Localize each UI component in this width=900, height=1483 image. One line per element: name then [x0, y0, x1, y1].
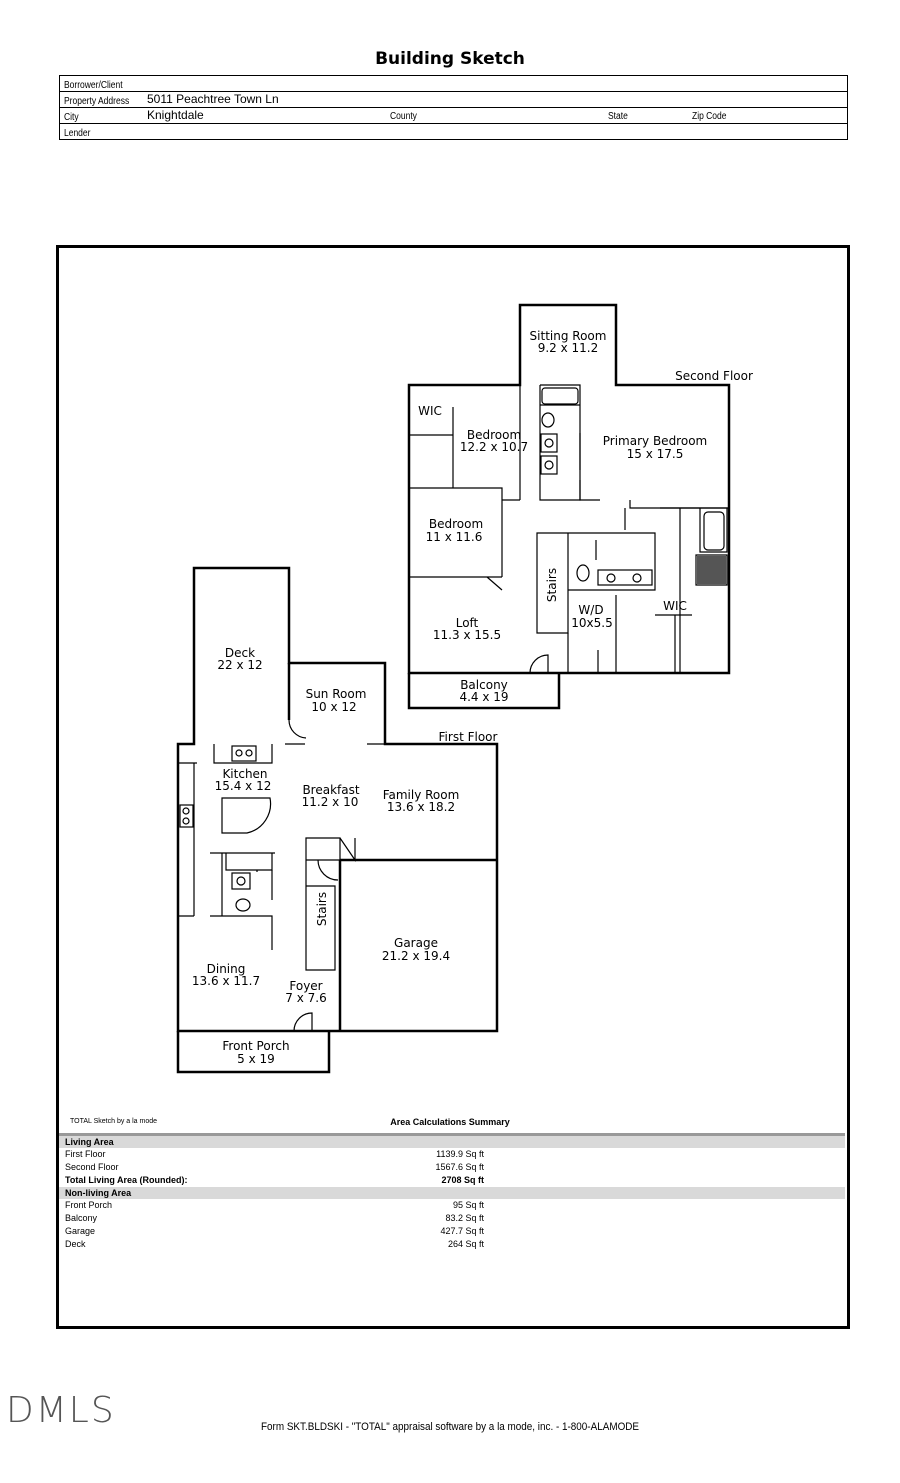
summary-row-label: Garage: [65, 1226, 96, 1236]
room-breakfast-dims: 11.2 x 10: [302, 795, 359, 809]
summary-row-label: Second Floor: [65, 1162, 119, 1172]
summary-row: Deck 264 Sq ft: [59, 1238, 845, 1251]
address-label: Property Address: [64, 96, 130, 107]
summary-total-row: Total Living Area (Rounded): 2708 Sq ft: [59, 1174, 845, 1187]
summary-row-label: Deck: [65, 1239, 86, 1249]
room-frontporch-name: Front Porch: [222, 1039, 289, 1053]
summary-row: Second Floor 1567.6 Sq ft: [59, 1161, 845, 1174]
room-balcony-dims: 4.4 x 19: [459, 690, 508, 704]
dmls-logo: DMLS: [6, 1390, 116, 1431]
room-kitchen-name: Kitchen: [222, 767, 267, 781]
room-stairs-lower-name: Stairs: [315, 892, 329, 926]
room-family-name: Family Room: [383, 788, 460, 802]
room-bedroom-b-name: Bedroom: [429, 517, 483, 531]
room-garage-name: Garage: [394, 936, 438, 950]
page-title: Building Sketch: [375, 49, 525, 69]
county-label: County: [390, 111, 417, 122]
lender-label: Lender: [64, 128, 91, 139]
summary-row: Front Porch 95 Sq ft: [59, 1199, 845, 1212]
address-value: 5011 Peachtree Town Ln: [147, 92, 279, 106]
nonliving-area-header: Non-living Area: [59, 1187, 845, 1199]
room-sitting-dims: 9.2 x 11.2: [538, 341, 599, 355]
form-footer: Form SKT.BLDSKI - "TOTAL" appraisal soft…: [260, 1421, 640, 1433]
first-floor-label: First Floor: [439, 730, 498, 744]
summary-row-value: 1139.9 Sq ft: [436, 1149, 484, 1159]
summary-row-label: First Floor: [65, 1149, 106, 1159]
area-summary: Living Area First Floor 1139.9 Sq ft Sec…: [59, 1133, 845, 1251]
property-info-table: Borrower/Client Property Address 5011 Pe…: [59, 75, 848, 140]
room-frontporch-dims: 5 x 19: [237, 1052, 275, 1066]
zip-label: Zip Code: [692, 111, 727, 122]
room-garage-dims: 21.2 x 19.4: [382, 949, 450, 963]
room-wd-dims: 10x5.5: [571, 616, 612, 630]
summary-row: Balcony 83.2 Sq ft: [59, 1212, 845, 1225]
room-balcony-name: Balcony: [460, 678, 508, 692]
summary-row-value: 83.2 Sq ft: [445, 1213, 484, 1223]
sketch-credit: TOTAL Sketch by a la mode: [70, 1118, 158, 1125]
borrower-label: Borrower/Client: [64, 80, 123, 91]
room-foyer-dims: 7 x 7.6: [285, 991, 326, 1005]
summary-row-value: 427.7 Sq ft: [440, 1226, 484, 1236]
summary-row-value: 264 Sq ft: [447, 1239, 484, 1249]
summary-row: Garage 427.7 Sq ft: [59, 1225, 845, 1238]
summary-total-value: 2708 Sq ft: [441, 1175, 484, 1185]
room-sunroom-name: Sun Room: [306, 687, 367, 701]
summary-title: Area Calculations Summary: [390, 1117, 510, 1127]
city-label: City: [64, 112, 79, 123]
summary-total-label: Total Living Area (Rounded):: [65, 1175, 188, 1185]
room-loft-name: Loft: [456, 616, 479, 630]
city-value: Knightdale: [147, 108, 204, 122]
summary-row-value: 1567.6 Sq ft: [435, 1162, 484, 1172]
summary-bar: [59, 1133, 845, 1136]
room-sitting-name: Sitting Room: [530, 329, 607, 343]
room-breakfast-name: Breakfast: [302, 783, 359, 797]
summary-row-label: Balcony: [65, 1213, 98, 1223]
room-deck-dims: 22 x 12: [217, 658, 262, 672]
second-floor-label: Second Floor: [675, 369, 753, 383]
room-sunroom-dims: 10 x 12: [311, 700, 356, 714]
lender-row: Lender: [59, 123, 848, 140]
room-stairs-upper-name: Stairs: [545, 568, 559, 602]
state-label: State: [608, 111, 628, 122]
summary-row-label: Front Porch: [65, 1200, 113, 1210]
room-wd-name: W/D: [578, 603, 603, 617]
room-primary-dims: 15 x 17.5: [627, 447, 684, 461]
room-foyer-name: Foyer: [289, 979, 322, 993]
sketch-frame: [56, 245, 850, 1329]
room-bedroom-a-dims: 12.2 x 10.7: [460, 440, 528, 454]
room-wic-left-name: WIC: [418, 404, 442, 418]
room-wic-right-name: WIC: [663, 599, 687, 613]
room-dining-dims: 13.6 x 11.7: [192, 974, 260, 988]
room-primary-name: Primary Bedroom: [603, 434, 707, 448]
room-loft-dims: 11.3 x 15.5: [433, 628, 501, 642]
shower-tile: [697, 556, 726, 584]
room-deck-name: Deck: [225, 646, 255, 660]
living-area-header: Living Area: [59, 1136, 845, 1148]
summary-row-value: 95 Sq ft: [452, 1200, 484, 1210]
room-kitchen-dims: 15.4 x 12: [215, 779, 272, 793]
summary-row: First Floor 1139.9 Sq ft: [59, 1148, 845, 1161]
room-bedroom-b-dims: 11 x 11.6: [426, 530, 483, 544]
room-family-dims: 13.6 x 18.2: [387, 800, 455, 814]
city-row: City Knightdale County State Zip Code: [59, 107, 848, 124]
room-bedroom-a-name: Bedroom: [467, 428, 521, 442]
room-dining-name: Dining: [207, 962, 246, 976]
